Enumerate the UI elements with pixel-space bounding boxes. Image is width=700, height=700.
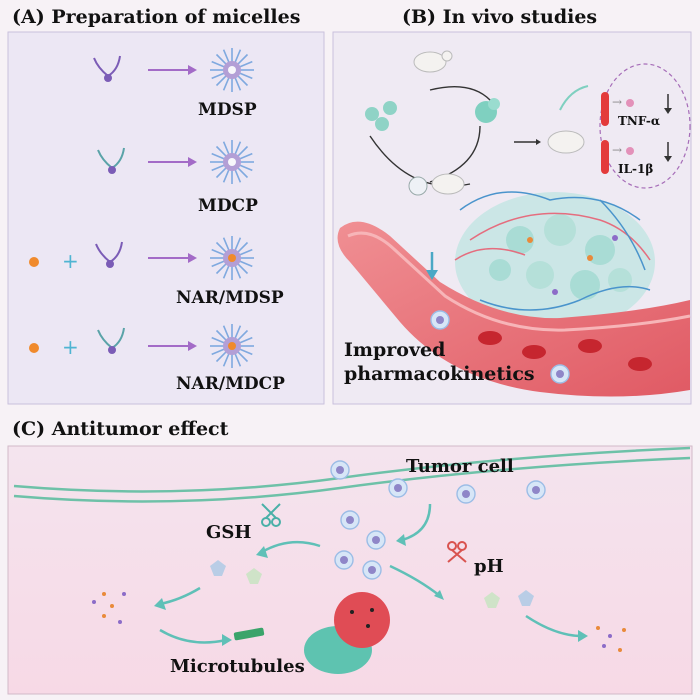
in-vivo-cycle [365, 50, 589, 196]
micelle [334, 550, 354, 570]
gsh-label: GSH [206, 522, 252, 543]
micelle [366, 530, 386, 550]
marker-tnf: TNF-α [618, 114, 661, 128]
micelle [388, 478, 408, 498]
microtubule-icon [233, 627, 265, 641]
svg-text:→: → [612, 95, 622, 109]
blood-tube-1 [601, 92, 609, 126]
cytokine-dot [626, 99, 634, 107]
red-blood-cell [478, 331, 502, 345]
svg-text:→: → [612, 143, 622, 157]
svg-text:+: + [62, 249, 79, 273]
panel-a-title: (A) Preparation of micelles [12, 6, 301, 28]
micelle [362, 560, 382, 580]
micelle [330, 460, 350, 480]
blood-tube-2 [601, 140, 609, 174]
blood-vessel [337, 221, 690, 397]
result-line-2: pharmacokinetics [344, 363, 535, 385]
micelle-label-nar-mdcp: NAR/MDCP [176, 374, 285, 394]
cytokine-dot [626, 147, 634, 155]
micelle-label-mdcp: MDCP [198, 196, 258, 216]
micelle [456, 484, 476, 504]
drug-particles [92, 592, 626, 652]
scissors-icon [261, 503, 281, 527]
cytokine-callout [599, 63, 691, 189]
result-line-1: Improved [344, 339, 446, 361]
entry-arrow [401, 503, 432, 542]
panel-a-box [7, 31, 325, 405]
micelle [526, 480, 546, 500]
vessel-highlight [347, 231, 691, 332]
micelle-label-mdsp: MDSP [198, 100, 257, 120]
circulating-micelle [430, 310, 450, 330]
microtubule-arrow [159, 628, 227, 644]
ph-arrow [389, 564, 441, 597]
release-arrow-right [525, 614, 583, 638]
tumor-mass [454, 191, 655, 332]
red-blood-cell [578, 339, 602, 353]
tumor-cell-label: Tumor cell [406, 456, 514, 477]
gsh-arrow [261, 540, 321, 554]
row-mdcp [97, 139, 255, 185]
microtubules-label: Microtubules [170, 656, 305, 677]
row-nar-mdsp: + [29, 235, 255, 281]
panel-b-title: (B) In vivo studies [402, 6, 598, 28]
red-blood-cell [522, 345, 546, 359]
polymer-fragment-icon [210, 560, 534, 608]
row-mdsp [93, 47, 255, 93]
circulating-micelle [550, 364, 570, 384]
row-nar-mdcp: + [29, 323, 255, 369]
ph-label: pH [474, 556, 504, 577]
micelle [340, 510, 360, 530]
micelle-label-nar-mdsp: NAR/MDSP [176, 288, 284, 308]
marker-il1b: IL-1β [618, 162, 654, 176]
red-blood-cell [628, 357, 652, 371]
panel-c-title: (C) Antitumor effect [12, 418, 229, 440]
cell-membrane [13, 456, 691, 503]
svg-text:+: + [62, 335, 79, 359]
scissors-icon [447, 541, 467, 563]
tumor-cell-icon [304, 592, 390, 674]
